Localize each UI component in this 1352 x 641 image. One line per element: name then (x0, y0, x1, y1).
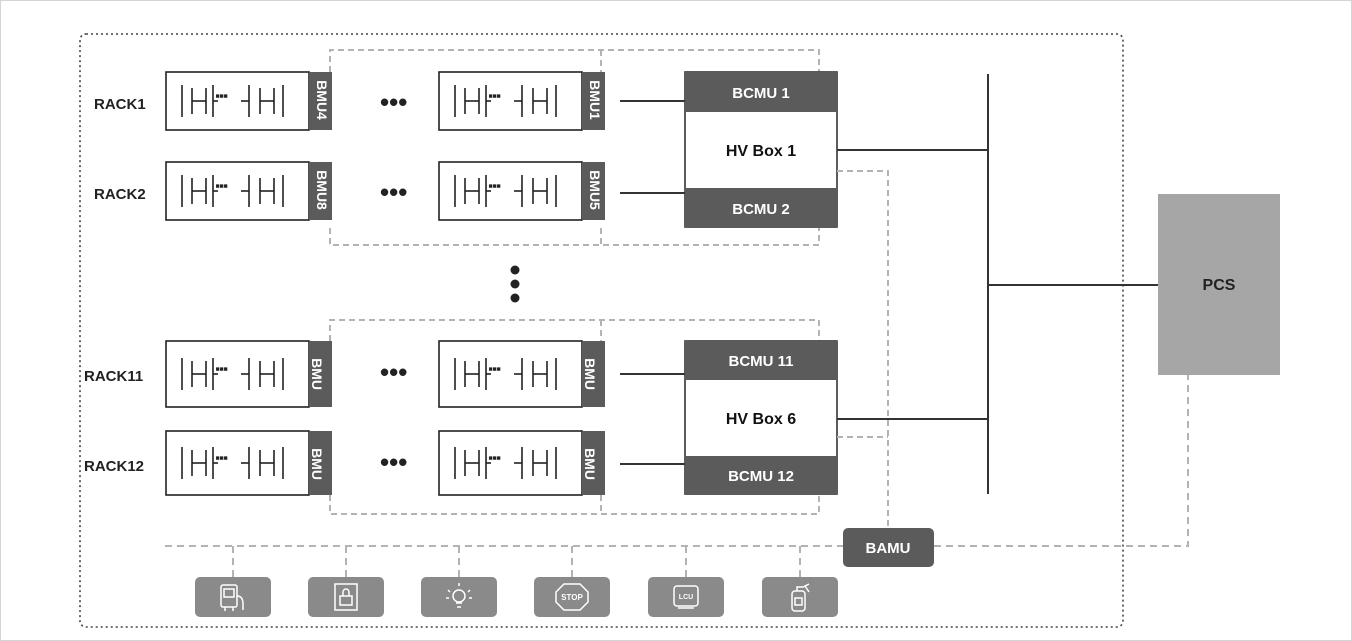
bamu-label: BAMU (866, 540, 911, 557)
bmu-comm-links-bottom (329, 319, 820, 515)
battery-cell-symbol: ··· (454, 175, 557, 207)
rack-label: RACK2 (94, 186, 146, 203)
svg-text:···: ··· (216, 451, 228, 465)
bmu-label-45: BMU 45 (567, 448, 598, 480)
battery-modules: ··· ··· ··· ··· ··· ··· ··· ··· (165, 71, 605, 496)
hv-box-label: HV Box 6 (726, 411, 796, 428)
svg-text:···: ··· (489, 89, 501, 103)
svg-text:BMU: BMU (309, 358, 325, 390)
svg-text:44: 44 (294, 366, 310, 382)
module-ellipsis: ••• (380, 87, 407, 117)
battery-cell-symbol: ··· (181, 85, 284, 117)
battery-cell-symbol: ··· (181, 358, 284, 390)
rack-label: RACK1 (94, 96, 146, 113)
door-lock-icon (308, 577, 384, 617)
battery-cell-symbol: ··· (454, 358, 557, 390)
hv-box-1: BCMU 1 HV Box 1 BCMU 2 (684, 71, 838, 228)
battery-module: ··· (165, 340, 332, 408)
svg-text:41: 41 (567, 366, 583, 382)
bmu-comm-links-top (329, 49, 820, 246)
battery-module: ··· (438, 430, 605, 496)
svg-text:STOP: STOP (561, 593, 583, 602)
svg-text:BMU: BMU (582, 448, 598, 480)
battery-module: ··· (165, 71, 332, 131)
bmu-label: BMU4 (314, 80, 330, 120)
rack-label: RACK11 (84, 368, 143, 385)
module-ellipsis: ••• (380, 177, 407, 207)
battery-cell-symbol: ··· (454, 447, 557, 479)
bmu-label-41: BMU 41 (567, 358, 598, 390)
battery-cell-symbol: ··· (181, 175, 284, 207)
svg-text:···: ··· (489, 362, 501, 376)
module-ellipsis: ••• (380, 357, 407, 387)
auxiliary-devices: STOP LCU (195, 546, 838, 617)
bmu-label: BMU8 (314, 170, 330, 210)
pcs-box: PCS (1158, 194, 1280, 375)
bmu-label: BMU1 (587, 80, 603, 120)
battery-module: ··· (438, 340, 605, 408)
svg-text:···: ··· (489, 451, 501, 465)
light-bulb-icon (421, 577, 497, 617)
hv-box-label: HV Box 1 (726, 143, 796, 160)
bcmu-bamu-comm-link (837, 170, 889, 530)
battery-module: ··· (438, 71, 605, 131)
battery-module: ··· (438, 161, 605, 221)
hv-box-6: BCMU 11 HV Box 6 BCMU 12 (684, 340, 838, 495)
rack-vertical-ellipsis (510, 265, 520, 303)
svg-text:···: ··· (216, 179, 228, 193)
pcs-label: PCS (1203, 277, 1236, 294)
auxiliary-comm-bus (165, 375, 1189, 547)
svg-text:LCU: LCU (679, 594, 693, 601)
bcmu-label: BCMU 12 (728, 468, 794, 485)
fire-extinguisher-icon (762, 577, 838, 617)
stop-icon: STOP (534, 577, 610, 617)
battery-module: ··· (165, 161, 332, 221)
svg-text:45: 45 (567, 456, 583, 472)
svg-text:48: 48 (294, 456, 310, 472)
lcu-icon: LCU (648, 577, 724, 617)
module-ellipsis: ••• (380, 447, 407, 477)
bcmu-label: BCMU 11 (728, 353, 793, 370)
bcmu-label: BCMU 2 (732, 201, 790, 218)
svg-text:···: ··· (216, 362, 228, 376)
bmu-label-48: BMU 48 (294, 448, 325, 480)
bmu-label-44: BMU 44 (294, 358, 325, 390)
battery-container-outline (79, 33, 1124, 628)
battery-module: ··· (165, 430, 332, 496)
svg-text:···: ··· (216, 89, 228, 103)
bmu-label: BMU5 (587, 170, 603, 210)
svg-text:BMU: BMU (309, 448, 325, 480)
rack-label: RACK12 (84, 458, 144, 475)
svg-text:···: ··· (489, 179, 501, 193)
battery-cell-symbol: ··· (454, 85, 557, 117)
bcmu-label: BCMU 1 (732, 85, 790, 102)
meter-icon (195, 577, 271, 617)
dc-bus (837, 74, 1158, 494)
svg-text:BMU: BMU (582, 358, 598, 390)
bamu-box: BAMU (843, 528, 934, 567)
battery-cell-symbol: ··· (181, 447, 284, 479)
